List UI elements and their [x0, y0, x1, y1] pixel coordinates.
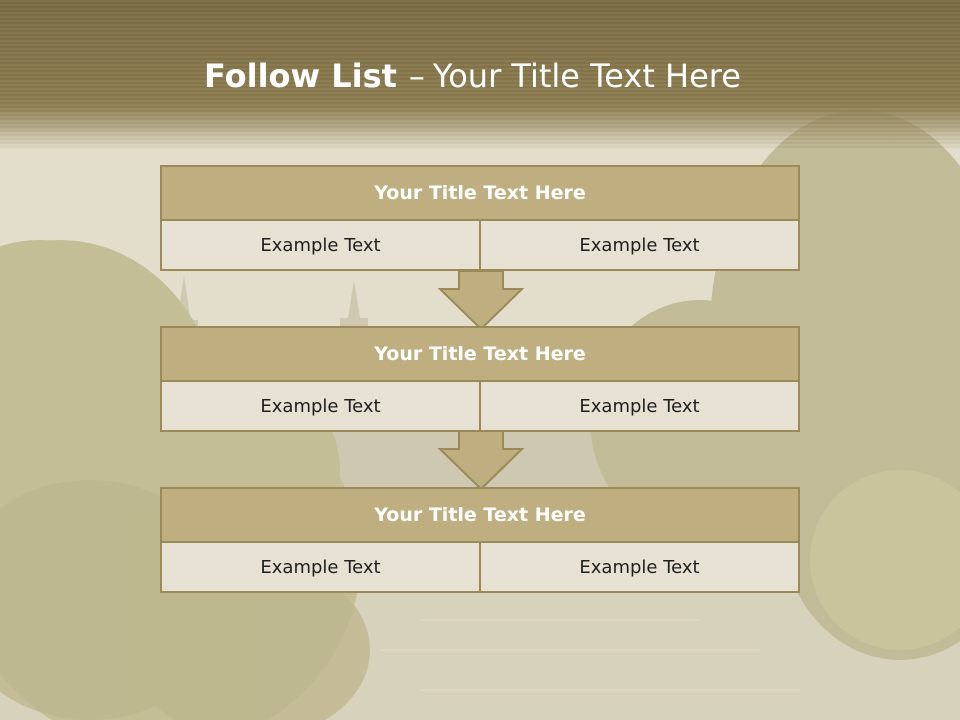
- step-cell-right: Example Text: [479, 221, 800, 271]
- step-row: Example Text Example Text: [160, 221, 800, 271]
- step-cell-left: Example Text: [160, 543, 481, 593]
- step-row: Example Text Example Text: [160, 543, 800, 593]
- step-row: Example Text Example Text: [160, 382, 800, 432]
- down-arrow-icon: [438, 271, 524, 331]
- step-block-3: Your Title Text Here Example Text Exampl…: [160, 487, 800, 593]
- slide-title-separator: –: [408, 57, 425, 95]
- slide-title: Follow List–Your Title Text Here: [0, 54, 945, 98]
- step-block-1: Your Title Text Here Example Text Exampl…: [160, 165, 800, 271]
- step-cell-left: Example Text: [160, 382, 481, 432]
- step-header: Your Title Text Here: [160, 326, 800, 382]
- step-cell-right: Example Text: [479, 382, 800, 432]
- step-header: Your Title Text Here: [160, 165, 800, 221]
- step-header: Your Title Text Here: [160, 487, 800, 543]
- slide-title-rest: Your Title Text Here: [432, 57, 741, 95]
- title-band: [0, 0, 960, 150]
- step-cell-left: Example Text: [160, 221, 481, 271]
- down-arrow-icon: [438, 431, 524, 491]
- step-cell-right: Example Text: [479, 543, 800, 593]
- step-block-2: Your Title Text Here Example Text Exampl…: [160, 326, 800, 432]
- slide-title-strong: Follow List: [204, 57, 397, 95]
